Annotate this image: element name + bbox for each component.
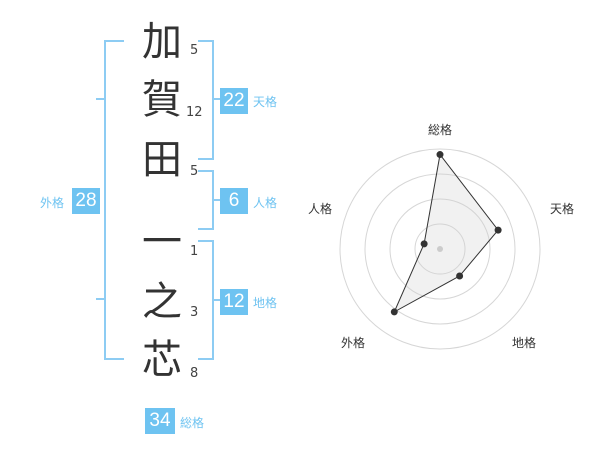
radar-axis-label-tenkaku: 天格: [550, 201, 574, 216]
radar-point: [390, 308, 398, 316]
tenkaku-score-badge: 22: [220, 88, 248, 114]
radar-axis-label-jinkaku: 人格: [308, 201, 332, 216]
soukaku-score-badge: 34: [145, 408, 175, 434]
name-char-5: 之: [142, 279, 182, 325]
name-char-3: 田: [142, 137, 182, 183]
radar-center-dot: [437, 246, 443, 252]
radar-ring: [339, 148, 541, 350]
jinkaku-bracket-tick: [212, 199, 222, 201]
radar-polygon: [393, 153, 499, 314]
tenkaku-bracket: [198, 40, 214, 160]
name-char-6: 芯: [142, 337, 182, 383]
name-char-2: 賀: [142, 77, 182, 123]
stroke-count-4: 1: [190, 244, 199, 259]
gaikaku-bracket-tick-top: [96, 98, 106, 100]
stroke-count-3: 5: [190, 164, 199, 179]
gaikaku-label: 外格: [40, 196, 65, 210]
radar-ring: [389, 198, 491, 300]
stroke-count-1: 5: [190, 43, 199, 58]
chikaku-label: 地格: [253, 296, 278, 310]
jinkaku-label: 人格: [253, 196, 278, 210]
tenkaku-bracket-tick: [212, 98, 222, 100]
chikaku-bracket-tick: [212, 299, 222, 301]
radar-point: [436, 151, 444, 159]
gaikaku-bracket-tick-bottom: [96, 298, 106, 300]
tenkaku-label: 天格: [253, 95, 278, 109]
radar-ring: [364, 173, 516, 325]
radar-axis-label-gaikaku: 外格: [341, 335, 365, 350]
stroke-count-2: 12: [186, 105, 203, 120]
radar-point: [420, 240, 428, 248]
chikaku-score-badge: 12: [220, 289, 248, 315]
name-char-4: 一: [142, 219, 182, 265]
jinkaku-score-badge: 6: [220, 188, 248, 214]
gaikaku-score-badge: 28: [72, 188, 100, 214]
stroke-count-5: 3: [190, 305, 199, 320]
radar-point: [494, 226, 502, 234]
gaikaku-bracket: [104, 40, 124, 360]
stroke-count-6: 8: [190, 366, 199, 381]
radar-axis-label-chikaku: 地格: [512, 335, 536, 350]
soukaku-label: 総格: [180, 416, 205, 430]
radar-ring: [414, 223, 466, 275]
radar-axis-label-soukaku: 総格: [428, 122, 452, 137]
radar-point: [456, 272, 464, 280]
name-char-1: 加: [142, 19, 182, 65]
